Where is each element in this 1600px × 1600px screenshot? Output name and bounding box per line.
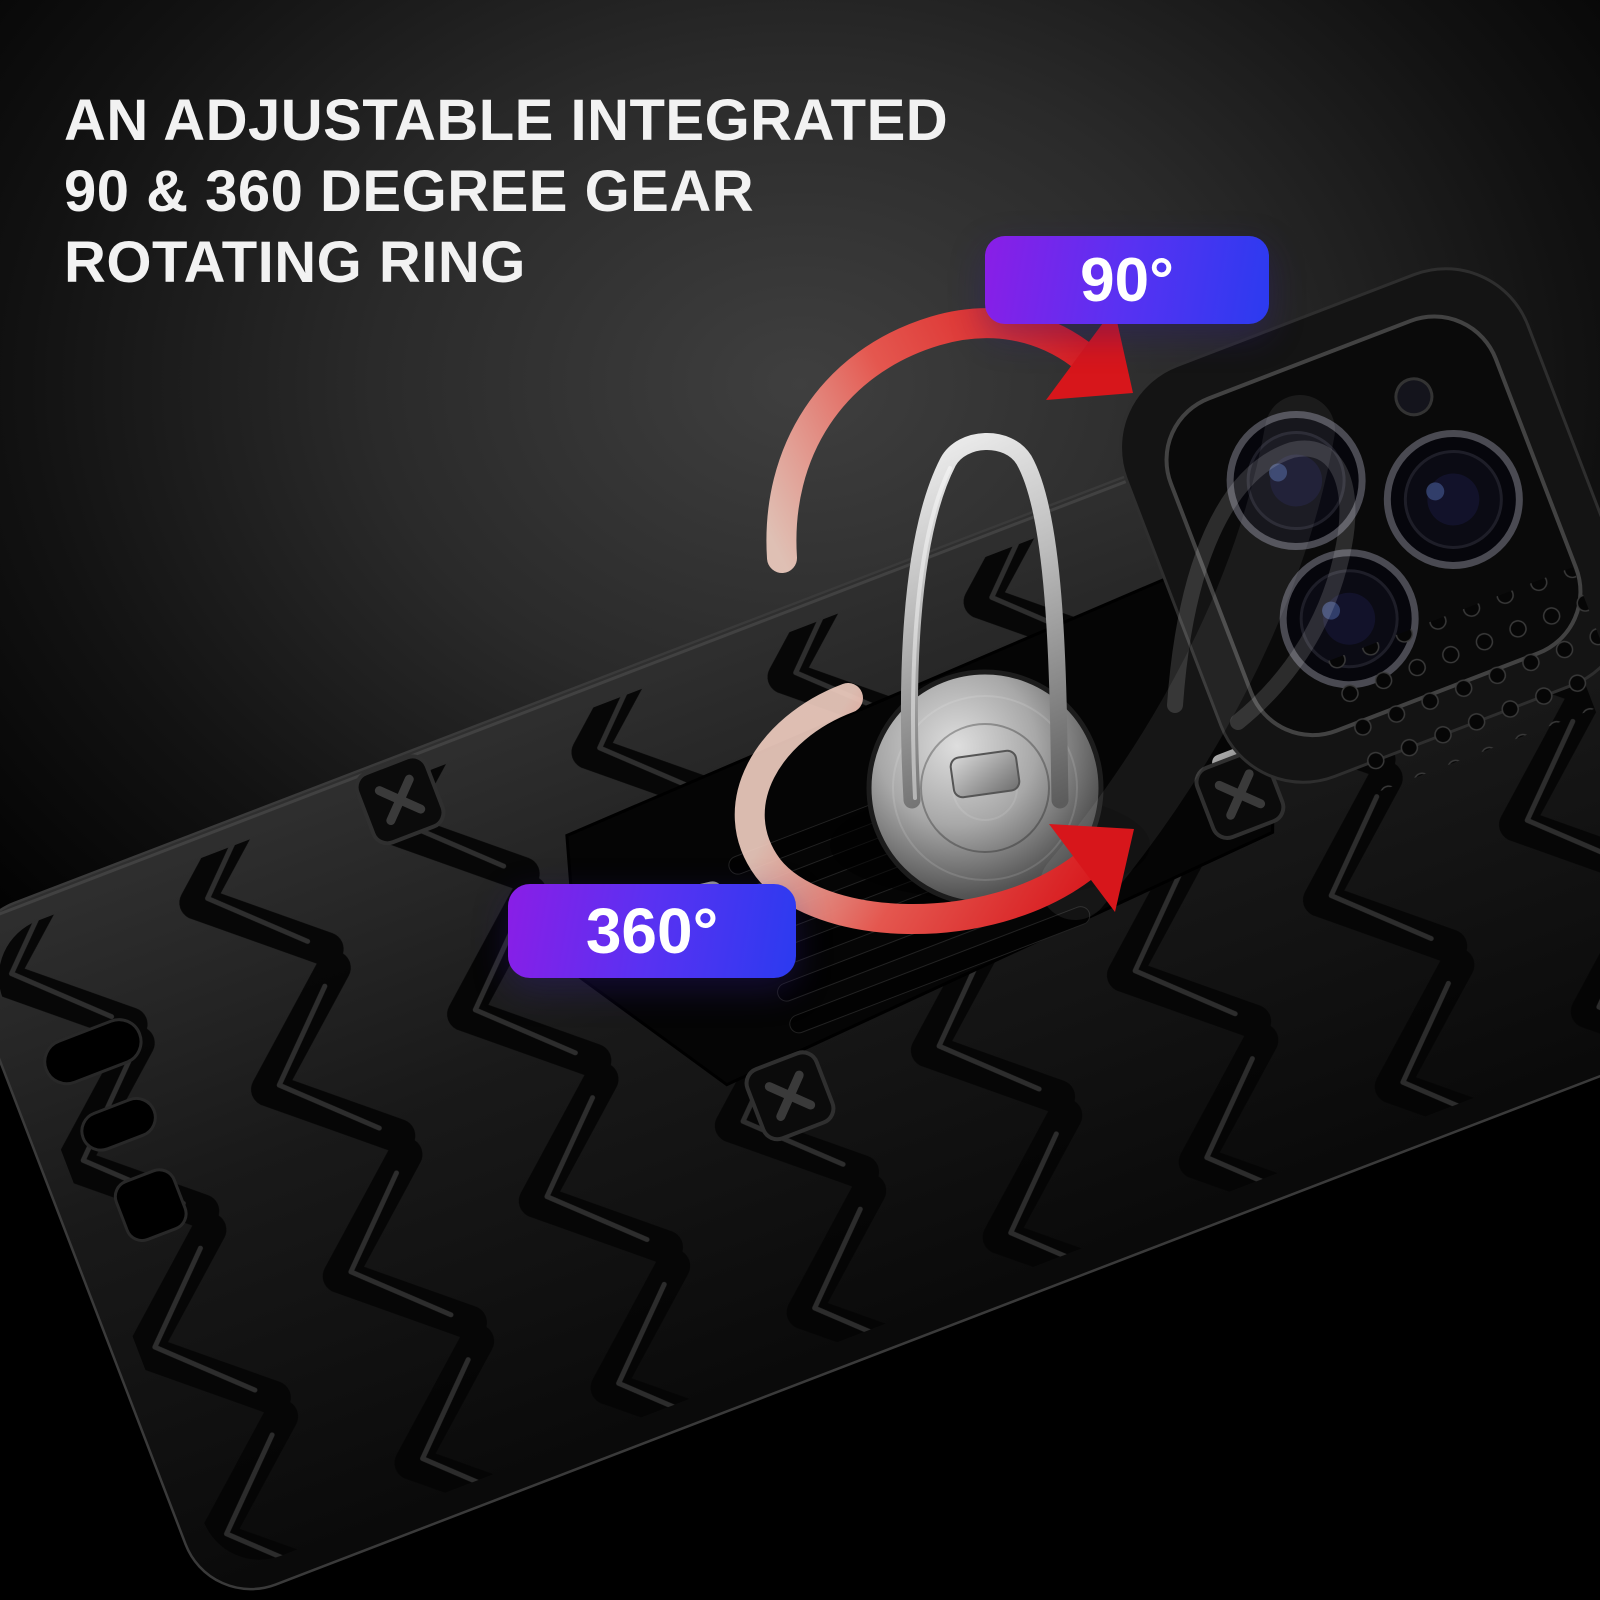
ring-stand-hoop [900,433,1069,809]
headline: AN ADJUSTABLE INTEGRATED 90 & 360 DEGREE… [64,86,948,298]
camera-lens-2 [1279,549,1419,689]
x-bolt-mark-1 [354,754,446,846]
rotation-90-badge: 90° [985,236,1269,324]
x-bolt-mark-3 [744,1050,836,1142]
headline-line-2: 90 & 360 DEGREE GEAR [64,158,755,224]
armor-case [0,267,1600,1591]
ring-hoop-highlight [911,466,952,800]
headline-line-1: AN ADJUSTABLE INTEGRATED [64,88,949,153]
rotation-360-badge: 360° [508,884,796,978]
speaker-dot-grid [1320,567,1600,795]
side-ports [43,1018,188,1243]
camera-lens-3 [1383,429,1523,569]
rotation-360-label: 360° [585,895,719,967]
rotation-arrow-90-icon [766,308,1133,573]
ring-hinge [949,749,1021,799]
rotation-90-label: 90° [1080,245,1174,315]
headline-line-3: ROTATING RING [64,229,526,295]
camera-lens-1 [1226,411,1366,551]
rotation-arrow-360-icon [734,683,1134,934]
ghost-ring-90-position [1167,440,1356,730]
camera-flash [1394,377,1434,417]
